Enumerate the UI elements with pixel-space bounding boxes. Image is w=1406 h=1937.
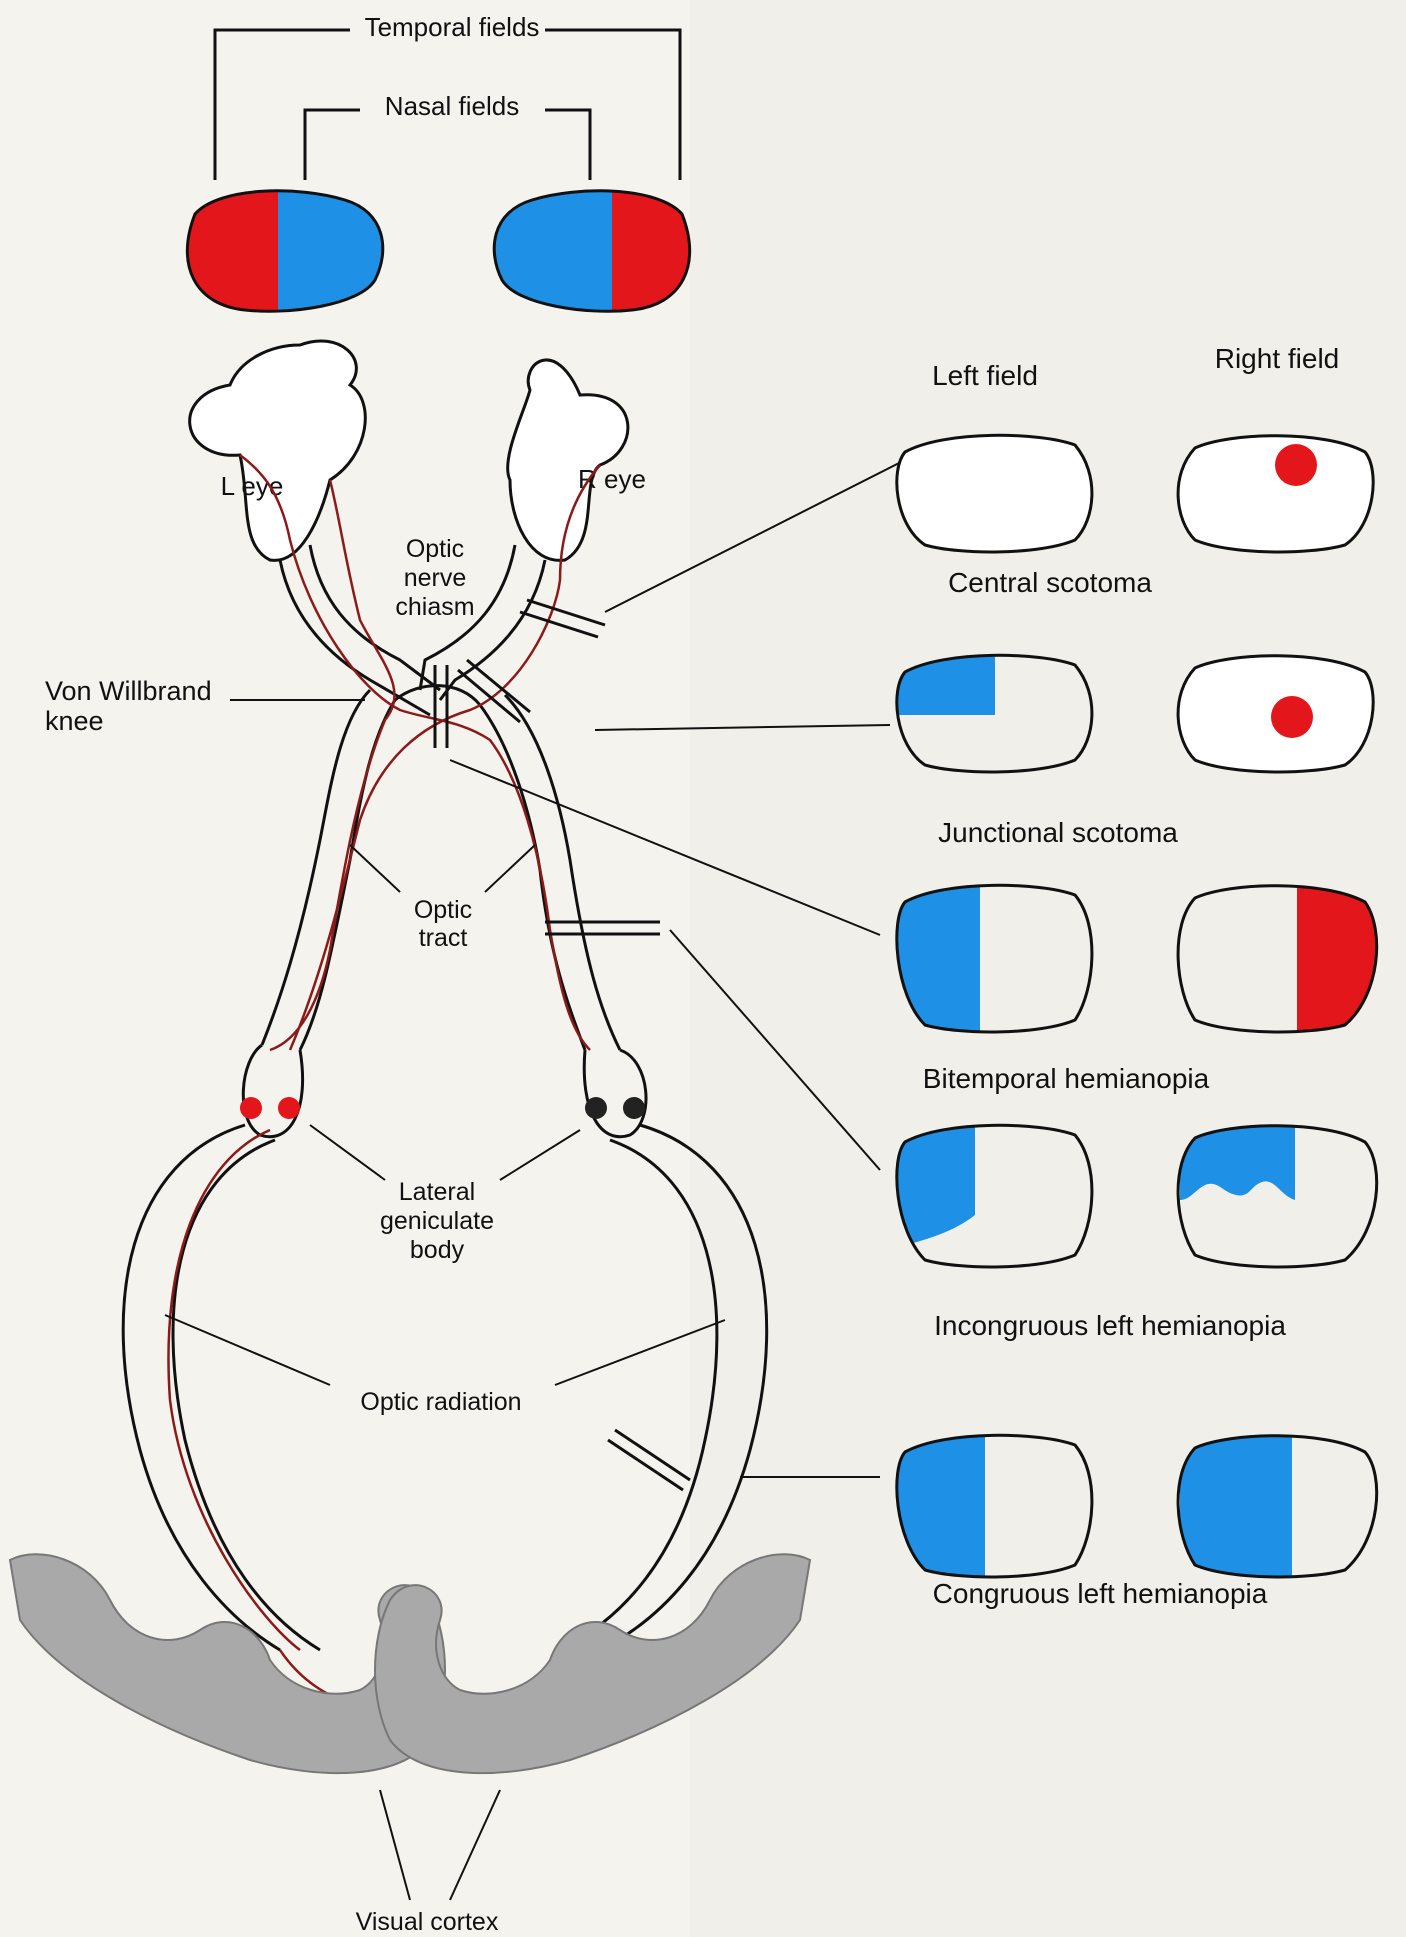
optic-pathway-outline [123, 545, 767, 1650]
optic-tract-label-line-1: Optic [414, 896, 472, 924]
optic-radiation-label-text: Optic radiation [360, 1388, 521, 1416]
optic-radiation-label: Optic radiation [165, 1315, 725, 1416]
lgb-label-line-3: body [410, 1236, 465, 1264]
willbrand-label-line-2: knee [45, 706, 104, 736]
left-field-header: Left field [932, 360, 1038, 391]
right-eye [508, 360, 628, 560]
lesion-markers [435, 600, 690, 1490]
right-field-header: Right field [1215, 343, 1340, 374]
temporal-fields-label: Temporal fields [365, 12, 540, 42]
nasal-fields-label: Nasal fields [385, 91, 519, 121]
lgb-label: Lateral geniculate body [310, 1125, 580, 1264]
defect-bitemporal-hemianopia-label: Bitemporal hemianopia [923, 1063, 1210, 1094]
lgb-label-line-1: Lateral [399, 1178, 475, 1206]
chiasm-label: Optic nerve chiasm [395, 535, 474, 621]
optic-tract-label-line-2: tract [419, 924, 468, 952]
visual-cortex-label: Visual cortex [356, 1790, 500, 1936]
defect-junctional-scotoma-label: Junctional scotoma [938, 817, 1178, 848]
willbrand-label-line-1: Von Willbrand [45, 676, 212, 706]
defect-central-scotoma-label: Central scotoma [948, 567, 1152, 598]
optic-tract-label: Optic tract [350, 845, 535, 952]
lgb-label-line-2: geniculate [380, 1207, 494, 1235]
top-left-eye-field [170, 180, 398, 320]
visual-cortex-label-text: Visual cortex [356, 1908, 499, 1936]
willbrand-label: Von Willbrand knee [45, 676, 365, 736]
defect-incongruous-left-hemianopia-label: Incongruous left hemianopia [934, 1310, 1286, 1341]
nerve-fibres [168, 455, 600, 1705]
chiasm-label-line-3: chiasm [395, 593, 474, 621]
left-eye-label: L eye [221, 471, 284, 501]
defect-congruous-left-hemianopia-label: Congruous left hemianopia [933, 1578, 1268, 1609]
chiasm-label-line-1: Optic [406, 535, 464, 563]
top-right-eye-field [480, 180, 712, 320]
chiasm-label-line-2: nerve [404, 564, 467, 592]
